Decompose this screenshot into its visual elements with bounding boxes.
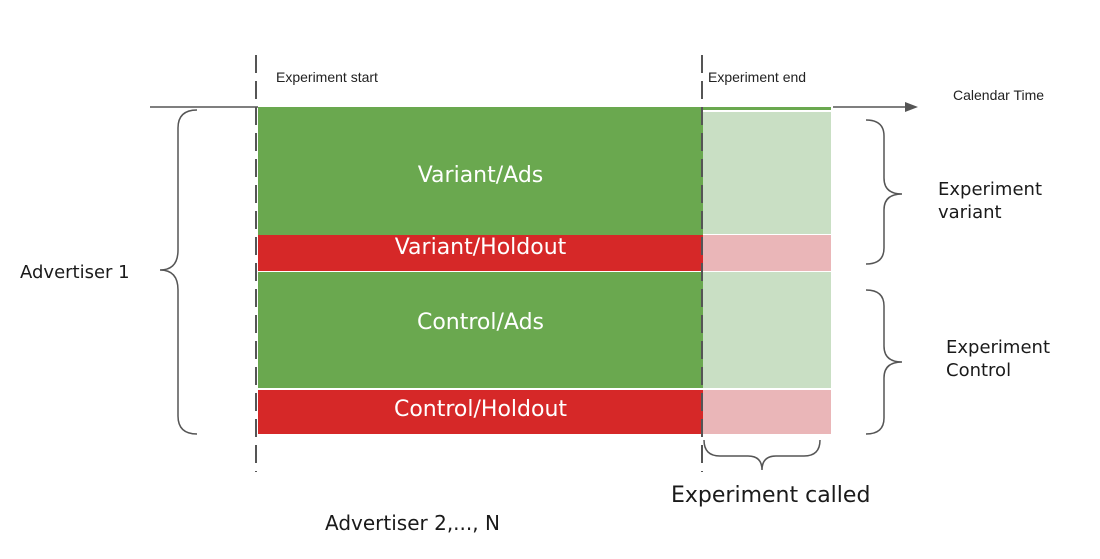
variant-ads-band xyxy=(258,107,703,235)
experiment-control-brace xyxy=(865,289,903,435)
variant-holdout-band xyxy=(258,235,703,271)
experiment-control-line2: Control xyxy=(946,360,1012,381)
experiment-variant-brace xyxy=(865,119,903,265)
variant-ads-faded-band xyxy=(703,112,831,234)
control-ads-faded-band xyxy=(703,272,831,388)
experiment-variant-label: Experiment variant xyxy=(938,178,1042,224)
experiment-variant-line2: variant xyxy=(938,202,1002,223)
advertiser-1-label: Advertiser 1 xyxy=(20,262,130,283)
experiment-control-line1: Experiment xyxy=(946,337,1051,358)
calendar-time-label: Calendar Time xyxy=(953,87,1045,103)
variant-holdout-faded-band xyxy=(703,235,831,271)
control-ads-label: Control/Ads xyxy=(416,310,545,335)
variant-ads-label: Variant/Ads xyxy=(417,163,544,188)
experiment-start-label: Experiment start xyxy=(276,69,378,85)
control-holdout-faded-band xyxy=(703,390,831,434)
variant-holdout-label: Variant/Holdout xyxy=(394,235,567,260)
time-axis-arrowhead xyxy=(905,102,918,112)
experiment-called-brace xyxy=(703,439,821,471)
advertiser-rest-label: Advertiser 2,..., N xyxy=(325,511,500,535)
experiment-end-label: Experiment end xyxy=(708,69,807,85)
control-holdout-band xyxy=(258,390,703,434)
experiment-called-label: Experiment called xyxy=(671,483,871,508)
advertiser-1-brace xyxy=(159,109,198,435)
control-holdout-label: Control/Holdout xyxy=(393,397,568,422)
experiment-control-label: Experiment Control xyxy=(946,336,1050,382)
control-ads-band xyxy=(258,272,703,388)
experiment-variant-line1: Experiment xyxy=(938,179,1043,200)
